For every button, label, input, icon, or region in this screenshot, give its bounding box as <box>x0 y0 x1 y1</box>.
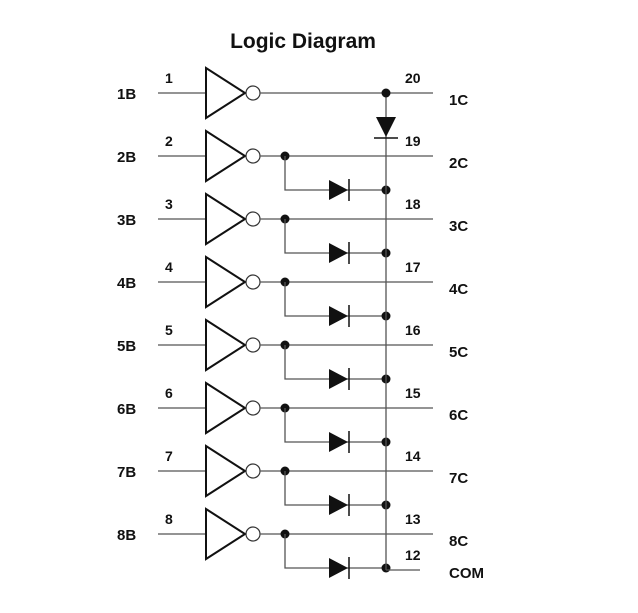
com-pin-number: 12 <box>405 547 421 563</box>
output-pin-number: 20 <box>405 70 421 86</box>
input-label: 4B <box>117 275 136 292</box>
input-pin-number: 1 <box>165 70 173 86</box>
clamp-diode-icon <box>329 180 348 200</box>
inverter-bubble <box>245 85 261 101</box>
junction-dot <box>381 88 391 98</box>
diagram-title: Logic Diagram <box>230 30 376 53</box>
diode-wire <box>284 408 386 443</box>
output-pin-number: 14 <box>405 448 421 464</box>
input-pin-number: 8 <box>165 511 173 527</box>
input-label: 7B <box>117 464 136 481</box>
output-pin-number: 16 <box>405 322 421 338</box>
inverter-bubble <box>245 337 261 353</box>
diode-wire <box>284 534 386 569</box>
output-pin-number: 15 <box>405 385 421 401</box>
inverter-triangle <box>205 255 247 309</box>
input-label: 6B <box>117 401 136 418</box>
input-pin-number: 5 <box>165 322 173 338</box>
com-label: COM <box>449 565 484 582</box>
output-label: 3C <box>449 218 468 235</box>
inverter-bubble <box>245 148 261 164</box>
inverter-bubble <box>245 400 261 416</box>
output-pin-number: 17 <box>405 259 421 275</box>
output-pin-number: 19 <box>405 133 421 149</box>
inverter-triangle <box>205 507 247 561</box>
clamp-diode-icon <box>329 432 348 452</box>
output-pin-number: 18 <box>405 196 421 212</box>
inverter-bubble <box>245 526 261 542</box>
diode-wire <box>284 471 386 506</box>
inverter-bubble <box>245 463 261 479</box>
diode-wire <box>284 282 386 317</box>
inverter-triangle <box>205 444 247 498</box>
inverter-bubble <box>245 211 261 227</box>
output-label: 5C <box>449 344 468 361</box>
clamp-diode-icon <box>329 495 348 515</box>
diode-wire <box>284 345 386 380</box>
clamp-diode-icon <box>329 306 348 326</box>
input-pin-number: 3 <box>165 196 173 212</box>
input-label: 3B <box>117 212 136 229</box>
clamp-diode-icon <box>376 117 396 137</box>
inverter-bubble <box>245 274 261 290</box>
input-label: 8B <box>117 527 136 544</box>
inverter-triangle <box>205 192 247 246</box>
clamp-diode-icon <box>329 558 348 578</box>
output-label: 7C <box>449 470 468 487</box>
output-label: 8C <box>449 533 468 550</box>
input-label: 2B <box>117 149 136 166</box>
input-pin-number: 6 <box>165 385 173 401</box>
input-pin-number: 2 <box>165 133 173 149</box>
output-label: 2C <box>449 155 468 172</box>
output-label: 6C <box>449 407 468 424</box>
inverter-triangle <box>205 318 247 372</box>
input-pin-number: 7 <box>165 448 173 464</box>
inverter-triangle <box>205 129 247 183</box>
clamp-diode-icon <box>329 243 348 263</box>
output-pin-number: 13 <box>405 511 421 527</box>
diode-wire <box>284 219 386 254</box>
input-label: 1B <box>117 86 136 103</box>
clamp-diode-icon <box>329 369 348 389</box>
input-label: 5B <box>117 338 136 355</box>
diode-wire <box>284 156 386 191</box>
inverter-triangle <box>205 66 247 120</box>
input-pin-number: 4 <box>165 259 173 275</box>
output-label: 1C <box>449 92 468 109</box>
inverter-triangle <box>205 381 247 435</box>
output-label: 4C <box>449 281 468 298</box>
